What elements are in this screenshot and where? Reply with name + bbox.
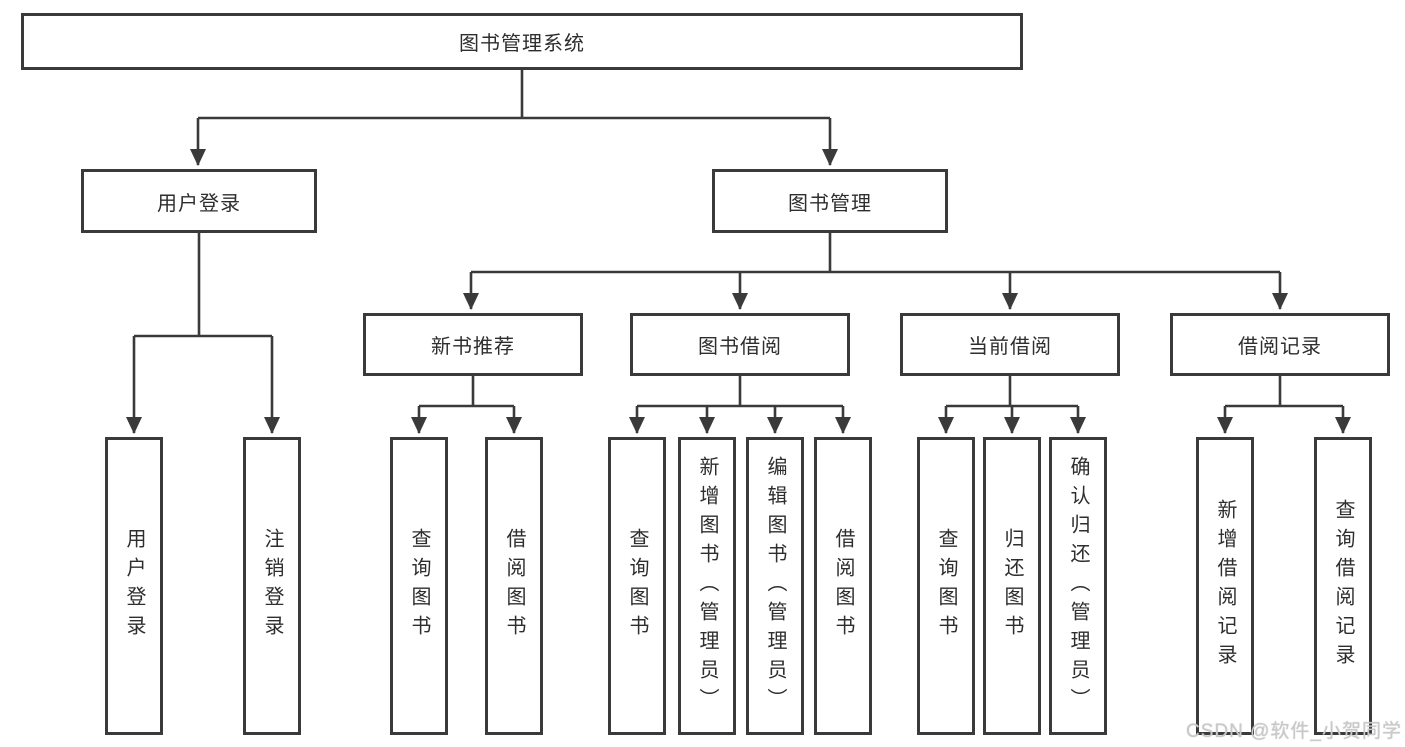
leaf-borrow-books-recommend: 借阅图书	[485, 437, 543, 735]
leaf-query-borrow-record: 查询借阅记录	[1314, 437, 1372, 735]
leaf-logout: 注销登录	[243, 437, 301, 735]
rail-book-mgmt	[471, 233, 1280, 274]
leaf-borrow-books: 借阅图书	[814, 437, 872, 735]
leaf-edit-books-admin: 编辑图书（管理员）	[746, 437, 804, 735]
node-user-login: 用户登录	[81, 169, 317, 233]
node-current-borrow-label: 当前借阅	[968, 336, 1052, 358]
leaf-user-login-label: 用户登录	[123, 528, 145, 644]
rail-book-borrow	[637, 376, 843, 408]
leaf-query-books-borrow-label: 查询图书	[626, 528, 648, 644]
leaf-query-books-recommend-label: 查询图书	[408, 528, 430, 644]
node-root-label: 图书管理系统	[459, 33, 585, 55]
leaf-edit-books-admin-label: 编辑图书（管理员）	[764, 455, 786, 717]
node-borrow-records-label: 借阅记录	[1238, 336, 1322, 358]
node-book-borrow-label: 图书借阅	[698, 336, 782, 358]
node-book-borrow: 图书借阅	[630, 313, 850, 376]
leaf-logout-label: 注销登录	[261, 528, 283, 644]
leaf-add-borrow-record-label: 新增借阅记录	[1214, 499, 1236, 673]
rail-new-book	[419, 376, 514, 408]
leaf-query-books-current: 查询图书	[917, 437, 975, 735]
node-borrow-records: 借阅记录	[1170, 313, 1390, 376]
rail-current-borrow	[946, 376, 1078, 408]
rail-root	[198, 69, 830, 120]
node-book-management-label: 图书管理	[788, 192, 872, 215]
rail-borrow-records	[1225, 376, 1343, 408]
node-root: 图书管理系统	[21, 13, 1023, 70]
node-current-borrow: 当前借阅	[900, 313, 1120, 376]
leaf-add-books-admin-label: 新增图书（管理员）	[696, 455, 718, 717]
leaf-query-books-recommend: 查询图书	[390, 437, 448, 735]
leaf-query-borrow-record-label: 查询借阅记录	[1332, 499, 1354, 673]
node-new-book-recommend: 新书推荐	[363, 313, 583, 376]
leaf-add-borrow-record: 新增借阅记录	[1196, 437, 1254, 735]
leaf-query-books-current-label: 查询图书	[935, 528, 957, 644]
leaf-user-login: 用户登录	[105, 437, 163, 735]
node-new-book-recommend-label: 新书推荐	[431, 336, 515, 358]
csdn-watermark: CSDN @软件_小贺同学	[1186, 721, 1402, 742]
leaf-return-books-label: 归还图书	[1001, 528, 1023, 644]
leaf-query-books-borrow: 查询图书	[608, 437, 666, 735]
leaf-confirm-return-admin: 确认归还（管理员）	[1049, 437, 1107, 735]
node-book-management: 图书管理	[712, 169, 948, 233]
leaf-borrow-books-recommend-label: 借阅图书	[503, 528, 525, 644]
rail-user-login	[134, 233, 272, 338]
leaf-confirm-return-admin-label: 确认归还（管理员）	[1067, 455, 1089, 717]
leaf-borrow-books-label: 借阅图书	[832, 528, 854, 644]
node-user-login-label: 用户登录	[157, 192, 241, 215]
leaf-add-books-admin: 新增图书（管理员）	[678, 437, 736, 735]
leaf-return-books: 归还图书	[983, 437, 1041, 735]
